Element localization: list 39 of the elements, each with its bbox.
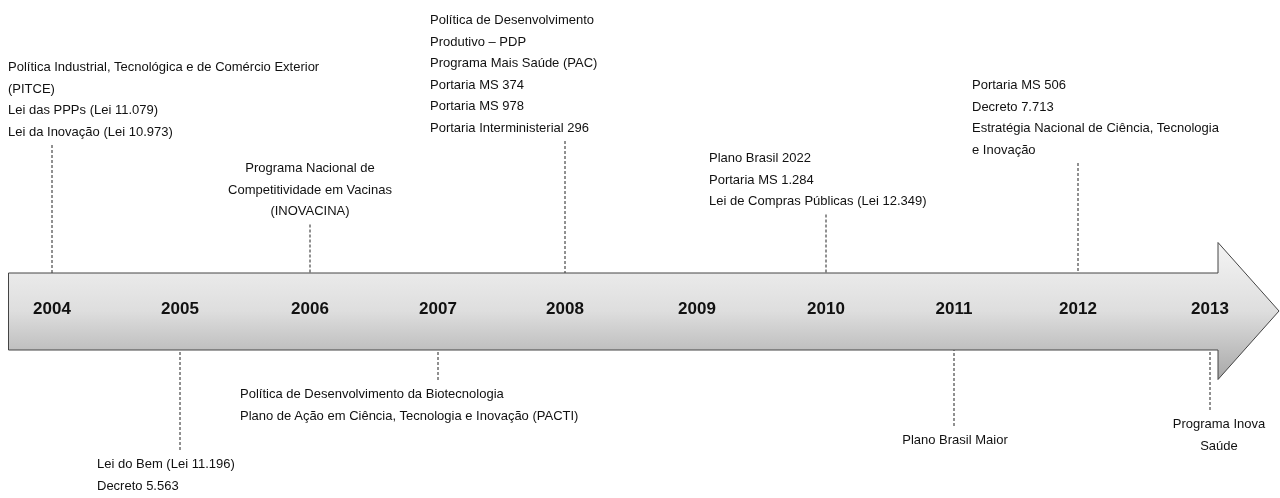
year-label: 2012 [1059,298,1097,320]
year-label: 2006 [291,298,329,320]
event-text: Lei das PPPs (Lei 11.079) [8,101,159,119]
leader-line [51,144,53,274]
event-text: Portaria MS 1.284 [709,170,814,189]
event-text: Política de Desenvolvimento da Biotecnologia [240,385,504,403]
event-text: Lei do Bem (Lei 11.196) [97,455,235,473]
event-text: Programa Inova Saúde [1171,415,1267,455]
event-text: Lei de Compras Públicas (Lei 12.349) [709,192,927,210]
event-text: Programa Nacional de Competitividade em Vacinas (INOVACINA) [227,159,393,220]
event-text: Política de Desenvolvimento Produtivo – PDP [430,11,596,51]
leader-line [437,349,439,381]
event-text: Portaria Interministerial 296 [430,118,589,137]
leader-line [1209,349,1211,411]
year-label: 2010 [807,298,845,320]
year-label: 2008 [546,298,584,320]
leader-line [179,349,181,451]
year-label: 2009 [678,298,716,320]
leader-line [825,214,827,274]
year-label: 2013 [1191,298,1229,320]
event-text: Plano Brasil 2022 [709,149,811,167]
event-text: Plano Brasil Maior [902,431,1008,449]
year-label: 2004 [33,298,71,320]
event-text: Estratégia Nacional de Ciência, Tecnologia e Inovação [972,119,1220,159]
leader-line [309,224,311,274]
event-text: Decreto 5.563 [97,476,179,495]
year-label: 2007 [419,298,457,320]
event-text: Portaria MS 374 [430,75,524,94]
event-text: Lei da Inovação (Lei 10.973) [8,122,173,141]
event-text: Decreto 7.713 [972,97,1054,116]
leader-line [564,140,566,274]
event-text: Plano de Ação em Ciência, Tecnologia e Inovação (PACTI) [240,406,579,425]
event-text: Portaria MS 506 [972,76,1066,94]
leader-line [1077,162,1079,274]
year-label: 2005 [161,298,199,320]
event-text: Programa Mais Saúde (PAC) [430,54,598,72]
event-text: Política Industrial, Tecnológica e de Comércio Exterior (PITCE) [8,58,321,98]
event-text: Portaria MS 978 [430,97,524,115]
year-label: 2011 [935,298,973,320]
